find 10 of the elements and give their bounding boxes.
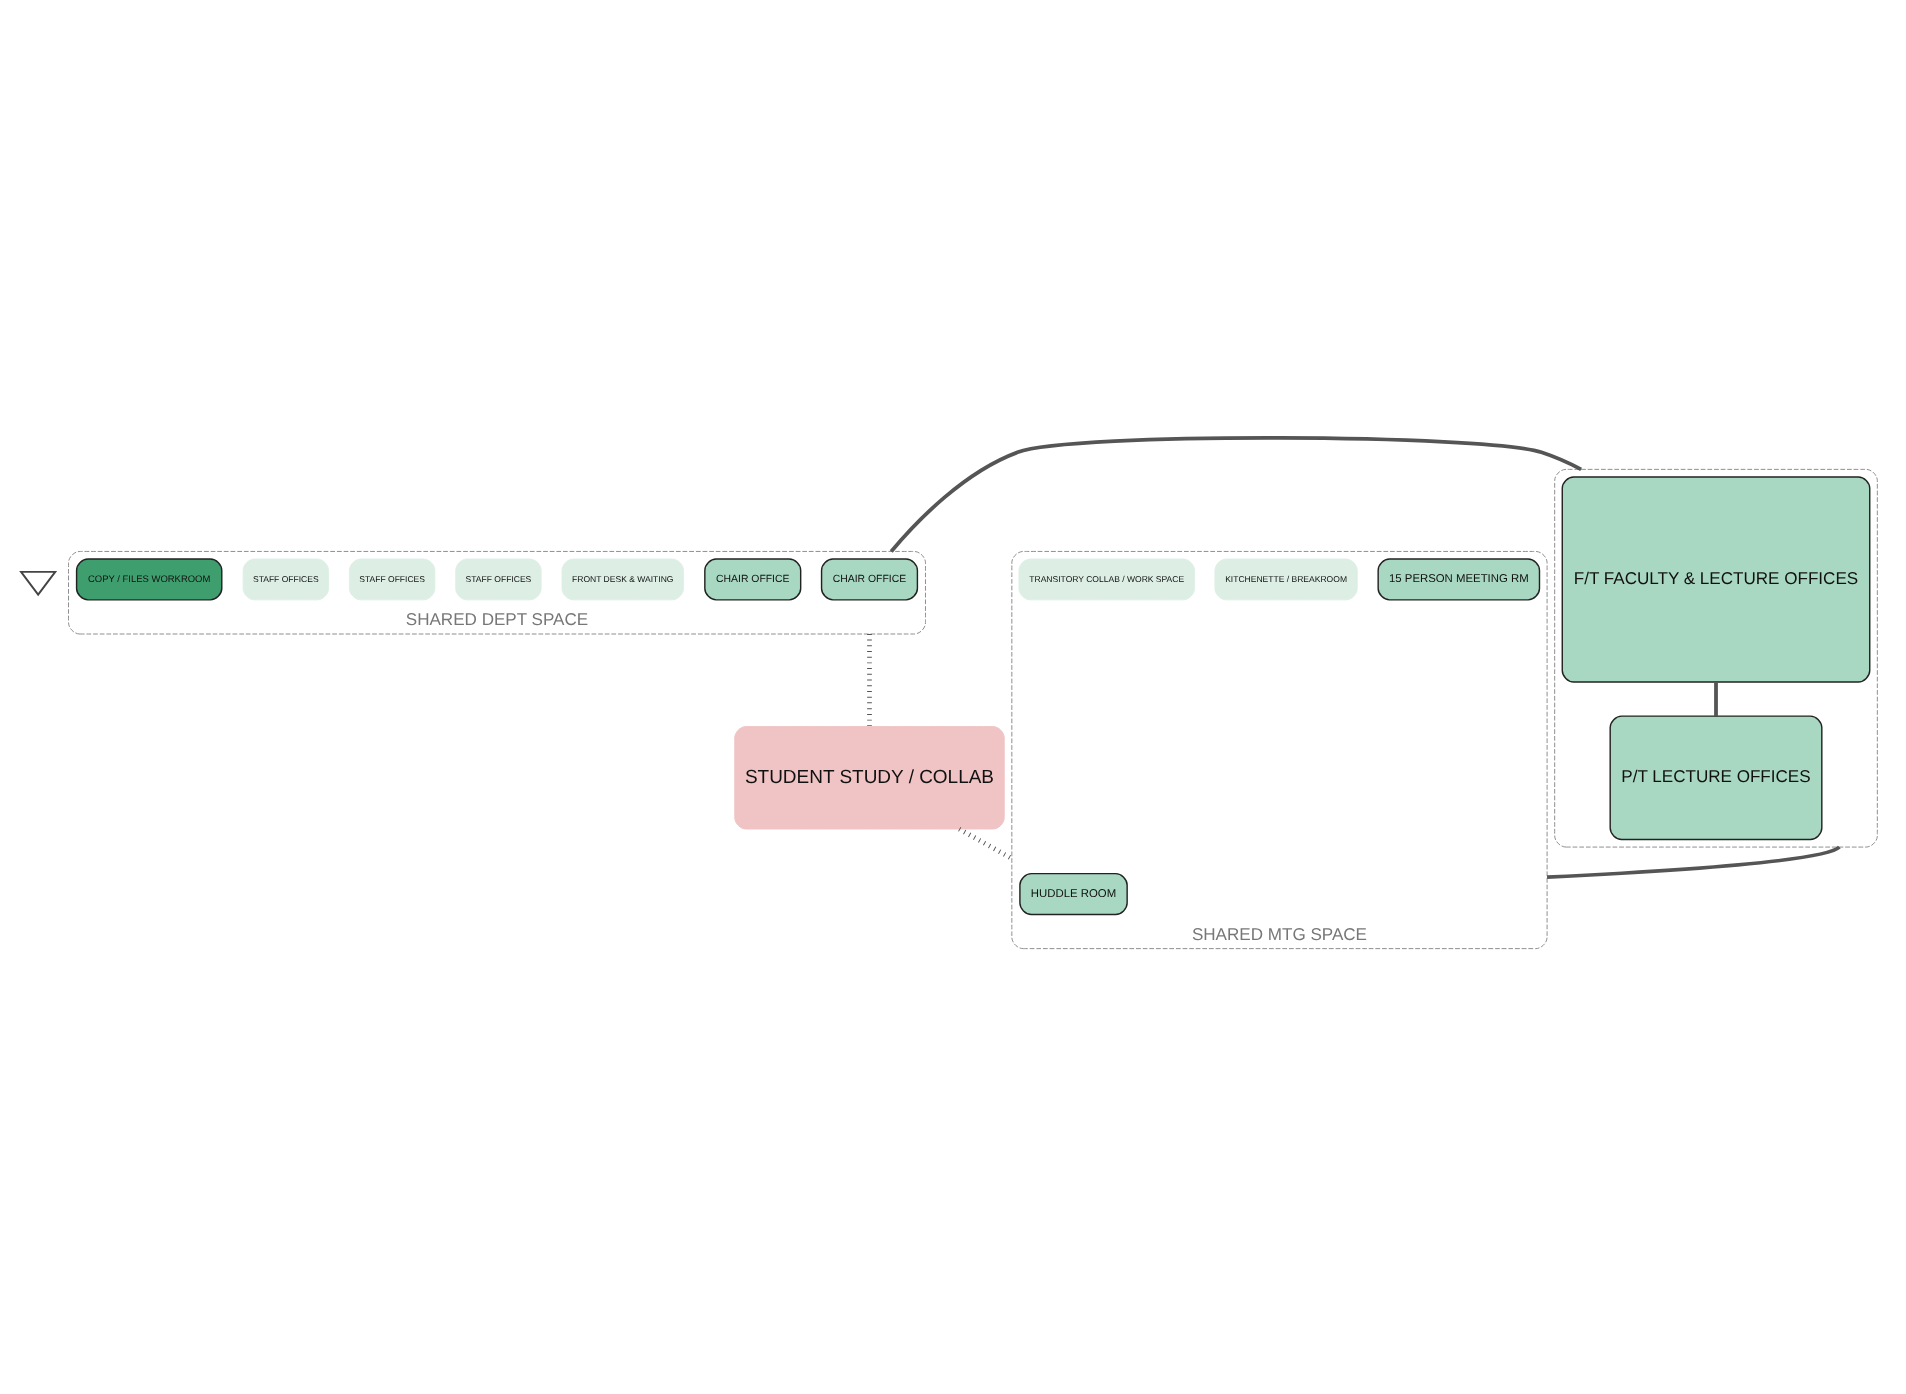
node-box: F/T FACULTY & LECTURE OFFICES: [1561, 476, 1871, 683]
connector: [889, 436, 1582, 553]
connector: [1547, 845, 1841, 880]
node-box: STUDENT STUDY / COLLAB: [734, 726, 1005, 830]
connector: [1714, 682, 1718, 717]
node-box: P/T LECTURE OFFICES: [1609, 715, 1823, 841]
connector: [867, 634, 872, 727]
node-triangle: [19, 570, 58, 597]
cluster: [1554, 468, 1878, 848]
connector: [958, 827, 1013, 861]
